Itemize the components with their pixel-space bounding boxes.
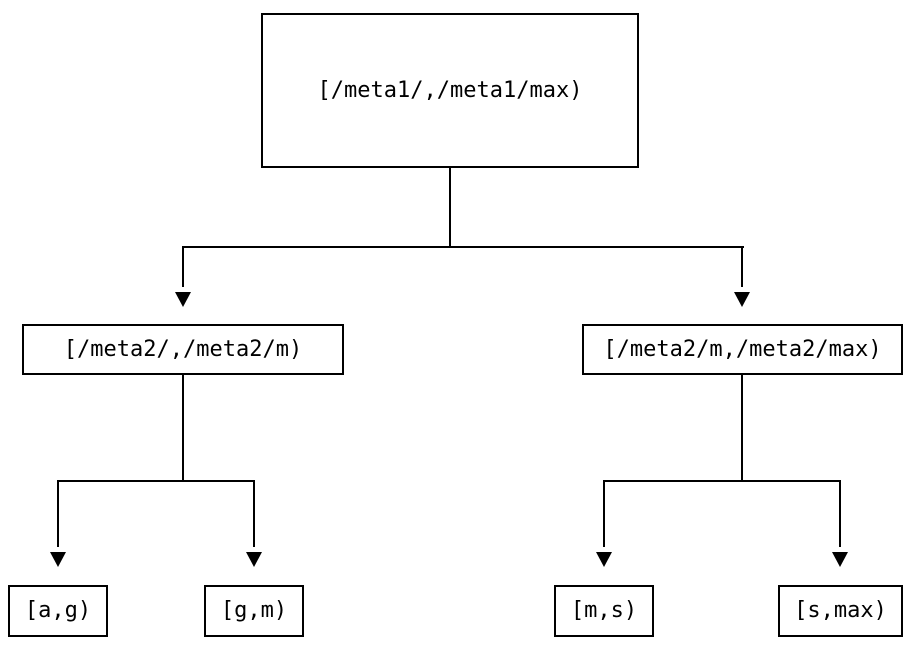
- node-label: [s,max): [794, 598, 887, 623]
- node-label: [/meta2/m,/meta2/max): [603, 336, 882, 362]
- node-leaf-a-g: [a,g): [8, 585, 108, 637]
- arrowhead-down-icon: [50, 552, 66, 567]
- node-leaf-g-m: [g,m): [204, 585, 304, 637]
- edge-level2-right-left-drop: [603, 480, 605, 547]
- arrowhead-down-icon: [246, 552, 262, 567]
- node-meta2-right-range: [/meta2/m,/meta2/max): [582, 324, 903, 375]
- edge-level2-left-left-drop: [57, 480, 59, 547]
- edge-level2-right-branch-bar: [603, 480, 841, 482]
- edge-meta2-left-stem: [182, 375, 184, 482]
- edge-level2-left-branch-bar: [57, 480, 255, 482]
- edge-level2-left-right-drop: [253, 480, 255, 547]
- arrowhead-down-icon: [175, 292, 191, 307]
- arrowhead-down-icon: [596, 552, 612, 567]
- node-label: [m,s): [570, 598, 638, 623]
- node-root-range: [/meta1/,/meta1/max): [261, 13, 639, 168]
- node-label: [/meta1/,/meta1/max): [317, 77, 583, 103]
- node-label: [/meta2/,/meta2/m): [63, 336, 303, 362]
- node-leaf-s-max: [s,max): [778, 585, 903, 637]
- edge-level2-right-right-drop: [839, 480, 841, 547]
- arrowhead-down-icon: [832, 552, 848, 567]
- edge-level1-left-drop: [182, 246, 184, 287]
- edge-meta2-right-stem: [741, 375, 743, 482]
- node-label: [g,m): [220, 598, 288, 623]
- edge-level1-branch-bar: [182, 246, 744, 248]
- node-leaf-m-s: [m,s): [554, 585, 654, 637]
- edge-root-stem: [449, 168, 451, 248]
- arrowhead-down-icon: [734, 292, 750, 307]
- edge-level1-right-drop: [741, 246, 743, 287]
- node-meta2-left-range: [/meta2/,/meta2/m): [22, 324, 344, 375]
- node-label: [a,g): [24, 598, 92, 623]
